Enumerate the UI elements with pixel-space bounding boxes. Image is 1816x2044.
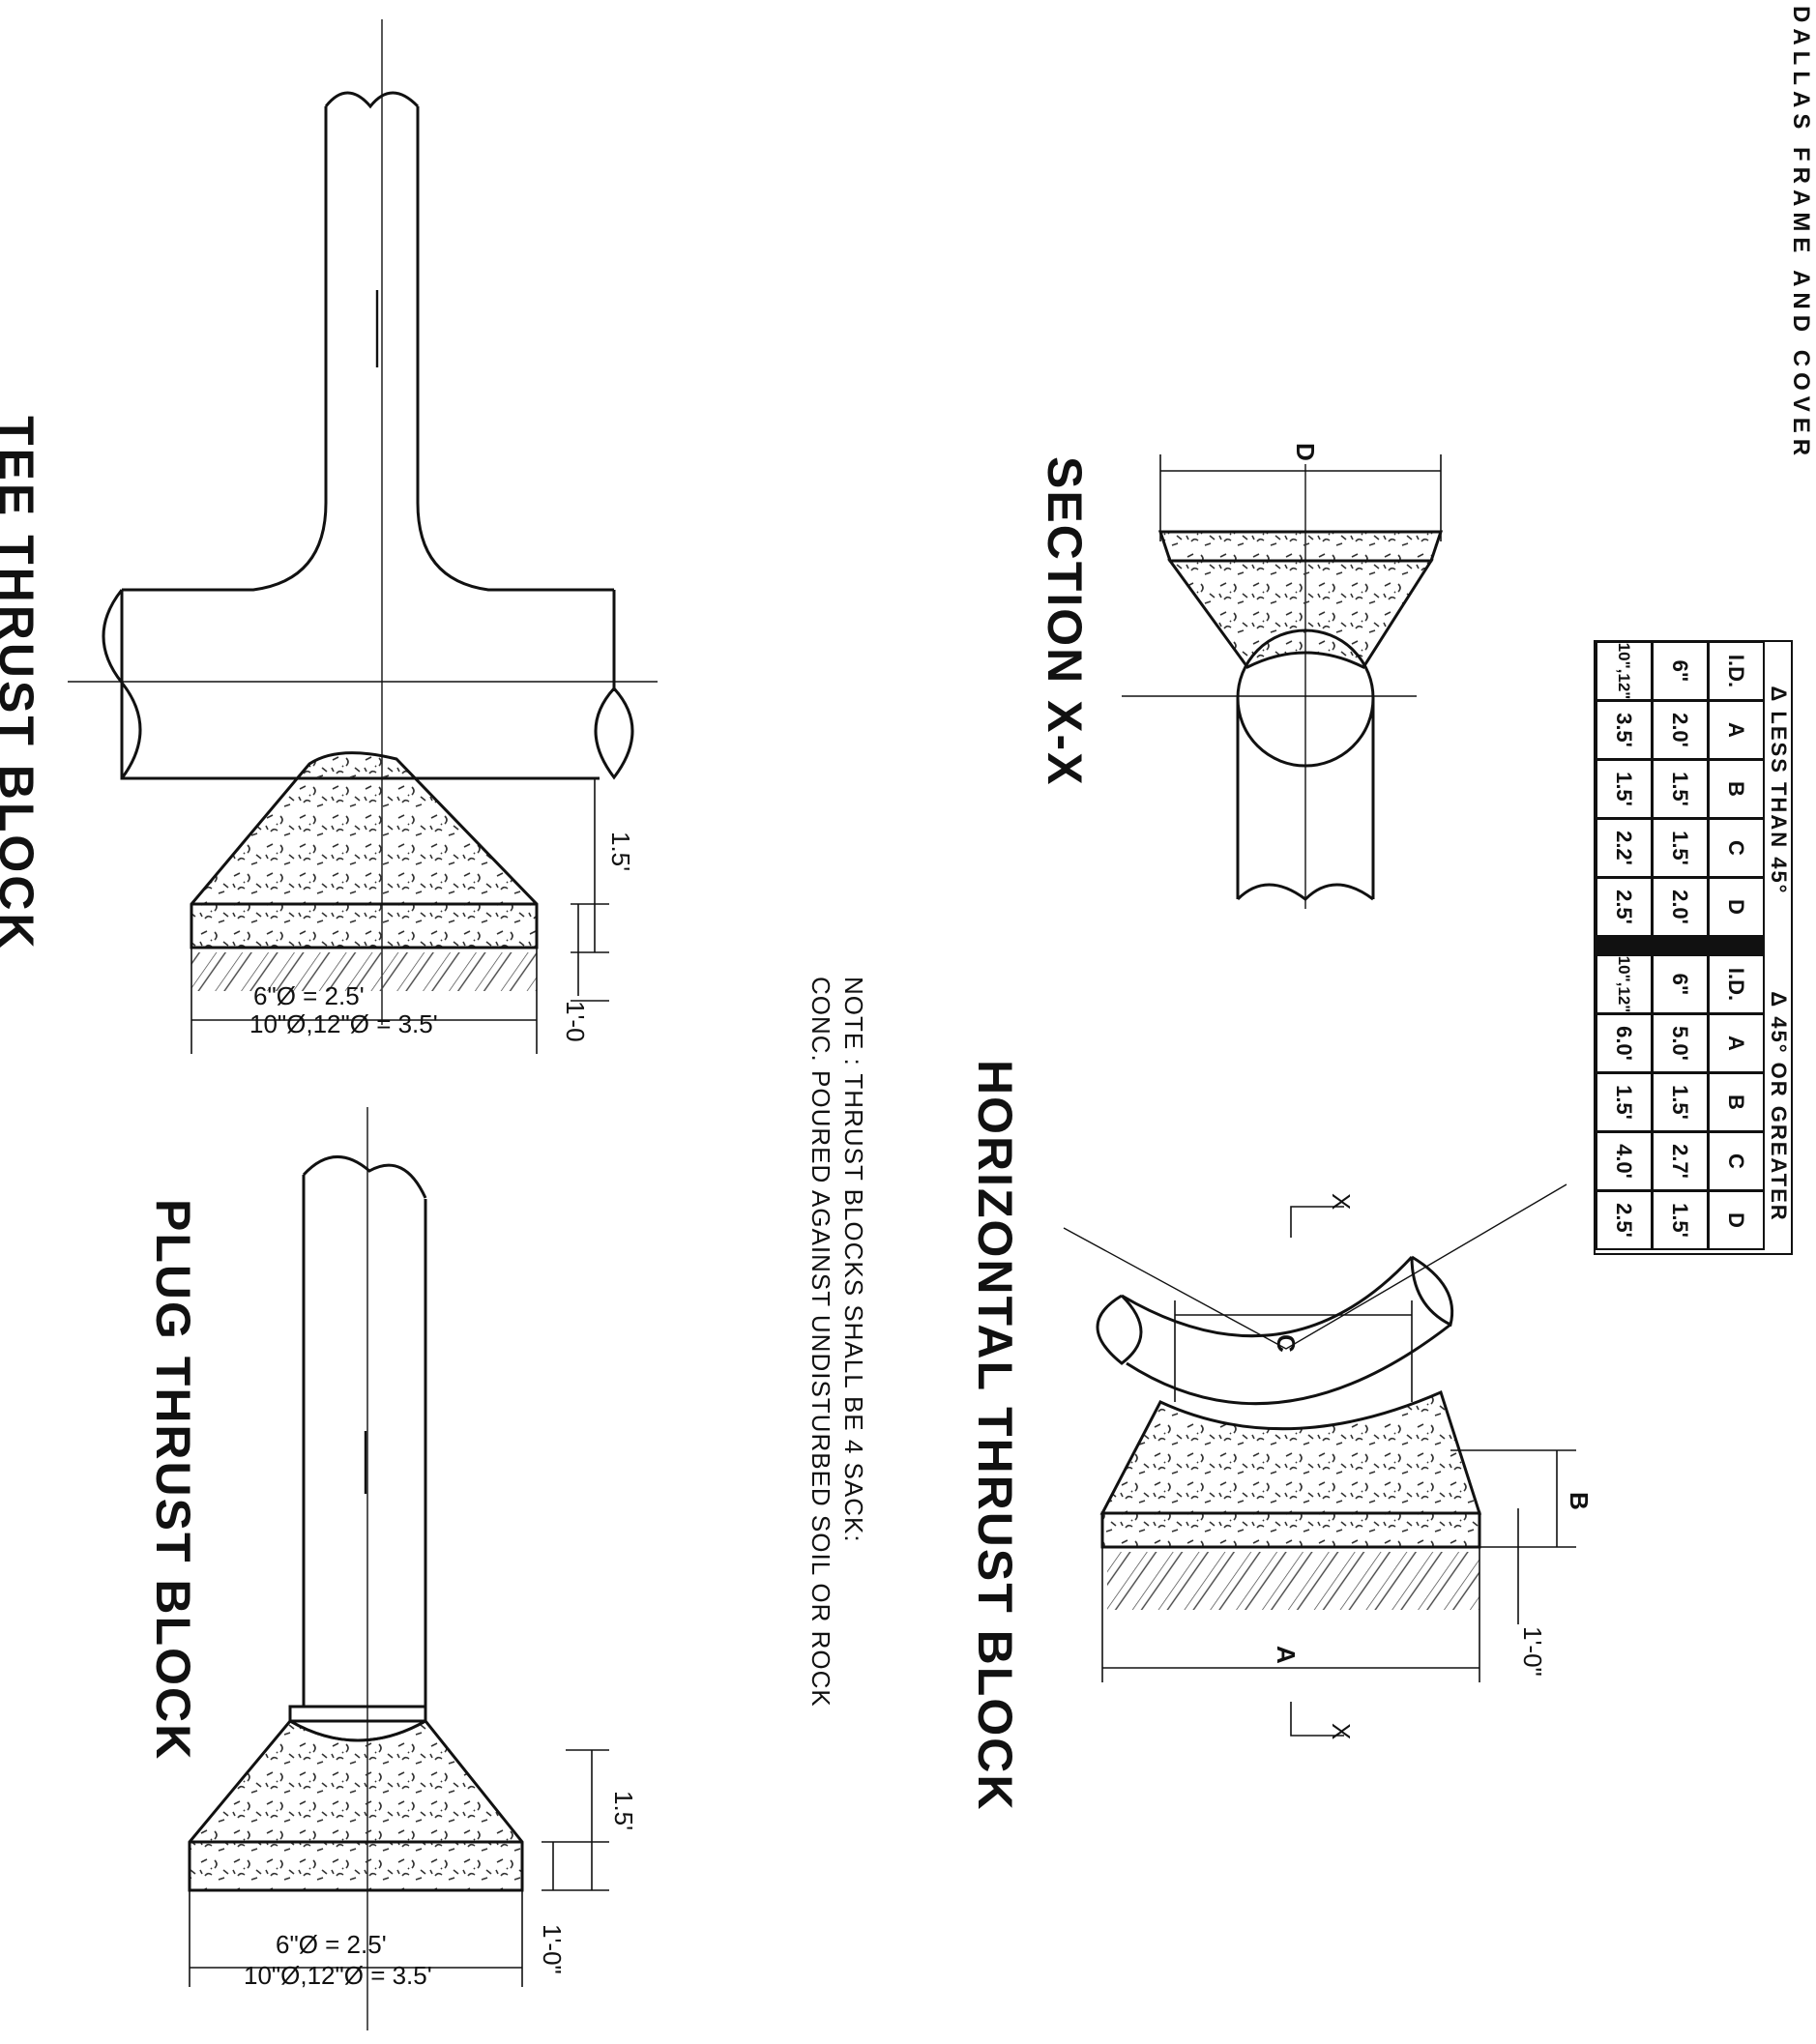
section-x-x-title: SECTION X-X [1038, 456, 1092, 787]
horizontal-thrust-block-view [1063, 1183, 1576, 1737]
table-header-id-2: I.D. [1708, 954, 1765, 1014]
tee-width-small: 6"Ø = 2.5' [253, 981, 365, 1010]
bend-concrete-block [1099, 1389, 1482, 1515]
bend-concrete-base [1100, 1511, 1481, 1549]
tee-thrust-block-view [68, 19, 658, 1054]
table-cell: 1.5' [1652, 818, 1709, 878]
table-cell: 2.5' [1596, 877, 1653, 937]
horizontal-thrust-block-title: HORIZONTAL THRUST BLOCK [968, 1060, 1022, 1812]
header-label: DALLAS FRAME AND COVER [1788, 6, 1814, 462]
table-group-less-than-45: Δ LESS THAN 45° [1767, 686, 1791, 895]
plug-width-small: 6"Ø = 2.5' [276, 1930, 387, 1959]
section-concrete-wedge [1167, 559, 1434, 669]
bend-pipe [1121, 1255, 1451, 1406]
table-cell: 10",12" [1596, 954, 1653, 1014]
tee-thrust-block-title: TEE THRUST BLOCK [0, 416, 44, 951]
table-cell: 2.0' [1652, 700, 1709, 760]
table-header-b-2: B [1708, 1072, 1765, 1132]
note-line-1: NOTE : THRUST BLOCKS SHALL BE 4 SACK: [839, 977, 868, 1543]
tee-width-large: 10"Ø,12"Ø = 3.5' [249, 1009, 438, 1038]
plug-depth-label: 1'-0" [538, 1924, 567, 1974]
table-cell: 2.7' [1652, 1131, 1709, 1191]
table-cell: 1.5' [1652, 759, 1709, 819]
table-cell: 1.5' [1596, 1072, 1653, 1132]
table-cell: 6" [1652, 954, 1709, 1014]
section-x-x-view [1122, 454, 1444, 909]
tee-concrete-block [190, 751, 539, 949]
dimension-table: Δ LESS THAN 45° Δ 45° OR GREATER I.D. A … [1594, 640, 1793, 1255]
dim-a-label: A [1272, 1646, 1301, 1664]
section-cut-top [1290, 1206, 1344, 1238]
bend-centerline [1063, 1183, 1567, 1350]
table-divider [1652, 936, 1709, 955]
plug-pipe [302, 1175, 427, 1707]
table-header-row: I.D. A B C D I.D. A B C D [1708, 641, 1765, 1255]
general-note: NOTE : THRUST BLOCKS SHALL BE 4 SACK: CO… [805, 977, 870, 1708]
section-mark-top: X [1327, 1193, 1356, 1211]
tee-height-label: 1.5' [606, 832, 635, 872]
table-row: 10",12" 3.5' 1.5' 2.2' 2.5' 10",12" 6.0'… [1596, 641, 1653, 1255]
table-row: 6" 2.0' 1.5' 1.5' 2.0' 6" 5.0' 1.5' 2.7'… [1652, 641, 1709, 1255]
tee-main-pipe [120, 590, 616, 780]
dim-d-label: D [1291, 443, 1320, 461]
table-cell: 5.0' [1652, 1013, 1709, 1073]
table-cell: 2.2' [1596, 818, 1653, 878]
table-header-id: I.D. [1708, 641, 1765, 701]
tee-depth-label: 1'-0 [561, 1001, 590, 1042]
dim-c-label: C [1272, 1334, 1301, 1353]
table-cell: 10",12" [1596, 641, 1653, 701]
horizontal-depth-label: 1'-0" [1518, 1626, 1547, 1677]
table-cell: 1.5' [1652, 1190, 1709, 1250]
section-mark-bottom: X [1327, 1723, 1356, 1740]
note-line-2: CONC. POURED AGAINST UNDISTURBED SOIL OR… [806, 977, 835, 1708]
plug-pipe-break [302, 1155, 427, 1199]
table-cell: 2.5' [1596, 1190, 1653, 1250]
plug-width-large: 10"Ø,12"Ø = 3.5' [244, 1961, 432, 1990]
table-header-d: D [1708, 877, 1765, 937]
table-divider [1708, 936, 1765, 955]
table-header-a: A [1708, 700, 1765, 760]
section-pipe-down [1236, 698, 1375, 899]
table-cell: 1.5' [1652, 1072, 1709, 1132]
plug-height-label: 1.5' [609, 1791, 638, 1831]
section-cut-bottom [1290, 1702, 1344, 1737]
tee-branch-pipe [122, 106, 614, 592]
table-cell: 4.0' [1596, 1131, 1653, 1191]
table-cell: 6.0' [1596, 1013, 1653, 1073]
table-header-a-2: A [1708, 1013, 1765, 1073]
table-header-c: C [1708, 818, 1765, 878]
table-header-b: B [1708, 759, 1765, 819]
table-header-d-2: D [1708, 1190, 1765, 1250]
table-header-c-2: C [1708, 1131, 1765, 1191]
dim-b-label: B [1565, 1492, 1594, 1510]
table-cell: 3.5' [1596, 700, 1653, 760]
table-cell: 1.5' [1596, 759, 1653, 819]
table-cell: 2.0' [1652, 877, 1709, 937]
table-group-45-or-greater: Δ 45° OR GREATER [1767, 991, 1791, 1222]
tee-soil-hatch [191, 952, 537, 991]
plug-thrust-block-view [188, 1107, 609, 2030]
table-cell: 6" [1652, 641, 1709, 701]
tee-branch-break [324, 91, 420, 109]
table-divider [1596, 936, 1653, 955]
plug-concrete-block [188, 1719, 524, 1892]
bend-soil-hatch [1107, 1552, 1479, 1610]
section-concrete-top [1157, 530, 1444, 563]
plug-thrust-block-title: PLUG THRUST BLOCK [146, 1199, 200, 1762]
